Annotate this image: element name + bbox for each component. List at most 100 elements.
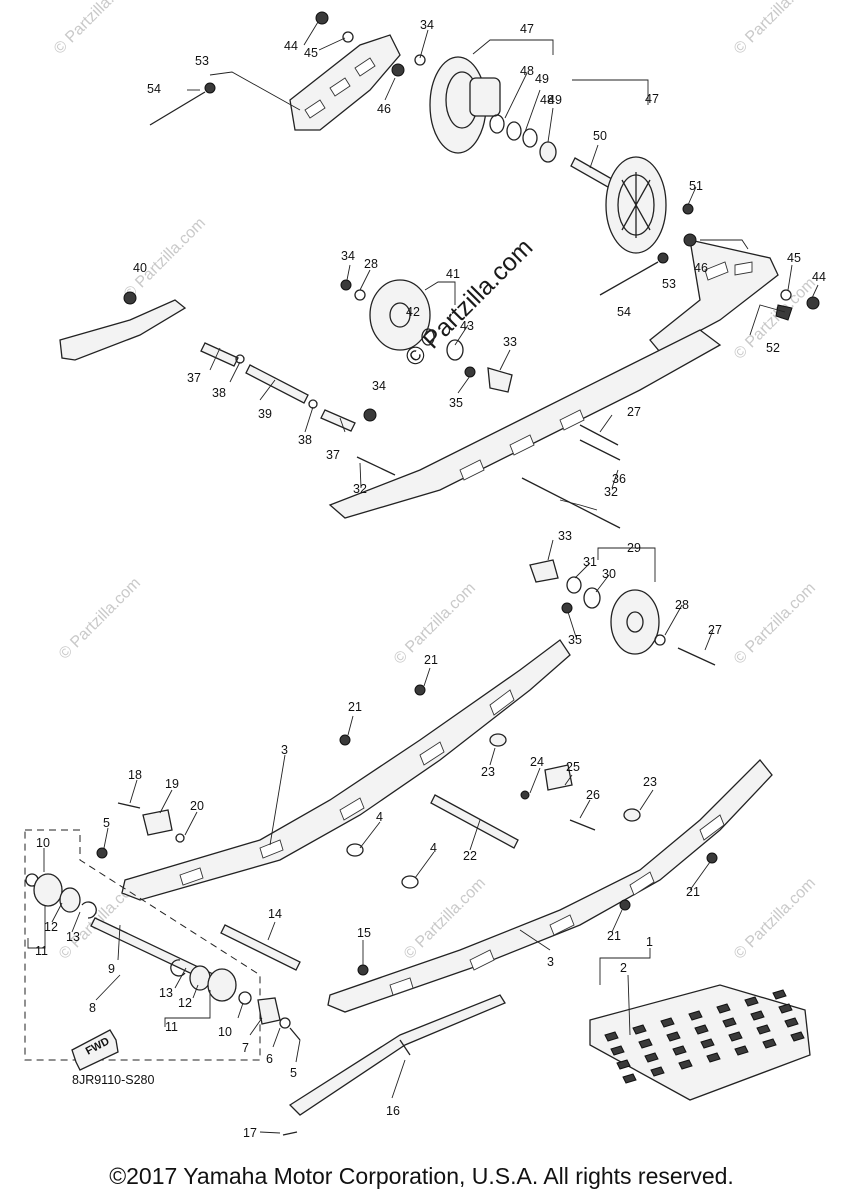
callout-33: 33 bbox=[503, 335, 517, 349]
callout-34: 34 bbox=[372, 379, 386, 393]
callout-18: 18 bbox=[128, 768, 142, 782]
callout-49: 49 bbox=[535, 72, 549, 86]
callout-45: 45 bbox=[304, 46, 318, 60]
callout-6: 6 bbox=[266, 1052, 273, 1066]
track-lug bbox=[756, 1024, 771, 1035]
callout-8: 8 bbox=[89, 1001, 96, 1015]
watermark: © Partzilla.com bbox=[56, 575, 144, 663]
callout-28: 28 bbox=[675, 598, 689, 612]
track-lug bbox=[616, 1059, 631, 1070]
callout-48: 48 bbox=[520, 64, 534, 78]
callout-44: 44 bbox=[284, 39, 298, 53]
callout-42: 42 bbox=[406, 305, 420, 319]
callout-4: 4 bbox=[430, 841, 437, 855]
fwd-arrow: FWD bbox=[71, 1029, 119, 1071]
callout-45: 45 bbox=[787, 251, 801, 265]
callout-38: 38 bbox=[212, 386, 226, 400]
track-lug bbox=[778, 1003, 793, 1014]
track-belt bbox=[589, 984, 811, 1101]
callout-21: 21 bbox=[686, 885, 700, 899]
track-lug bbox=[688, 1010, 703, 1021]
watermark: © Partzilla.com bbox=[51, 0, 139, 58]
track-lug bbox=[678, 1059, 693, 1070]
track-lug bbox=[744, 996, 759, 1007]
slide-rail-right bbox=[327, 759, 773, 1013]
callout-34: 34 bbox=[341, 249, 355, 263]
callout-12: 12 bbox=[44, 920, 58, 934]
callout-44: 44 bbox=[812, 270, 826, 284]
callout-46: 46 bbox=[377, 102, 391, 116]
callout-11: 11 bbox=[165, 1020, 178, 1034]
callout-47: 47 bbox=[645, 92, 659, 106]
leader-lines bbox=[27, 21, 819, 1134]
idler-wheel-left bbox=[429, 56, 501, 154]
callout-10: 10 bbox=[218, 1025, 232, 1039]
track-lug bbox=[722, 1017, 737, 1028]
watermark: © Partzilla.com bbox=[731, 580, 819, 668]
mid-wheel bbox=[369, 279, 464, 361]
watermark: © Partzilla.com bbox=[731, 875, 819, 963]
slide-hyfax bbox=[282, 994, 506, 1136]
track-lug bbox=[716, 1003, 731, 1014]
callout-43: 43 bbox=[460, 319, 474, 333]
track-lug bbox=[790, 1031, 805, 1042]
callout-53: 53 bbox=[662, 277, 676, 291]
callout-34: 34 bbox=[420, 18, 434, 32]
callout-13: 13 bbox=[66, 930, 80, 944]
callout-41: 41 bbox=[446, 267, 460, 281]
callout-15: 15 bbox=[357, 926, 371, 940]
callout-3: 3 bbox=[281, 743, 288, 757]
callout-27: 27 bbox=[708, 623, 722, 637]
callout-14: 14 bbox=[268, 907, 282, 921]
callout-28: 28 bbox=[364, 257, 378, 271]
callout-26: 26 bbox=[586, 788, 600, 802]
track-lug bbox=[638, 1038, 653, 1049]
lower-hardware bbox=[96, 684, 718, 976]
callout-47: 47 bbox=[520, 22, 534, 36]
callout-50: 50 bbox=[593, 129, 607, 143]
track-lug bbox=[650, 1066, 665, 1077]
callout-3: 3 bbox=[547, 955, 554, 969]
callout-53: 53 bbox=[195, 54, 209, 68]
callout-11: 11 bbox=[35, 944, 48, 958]
track-lug bbox=[784, 1017, 799, 1028]
callout-52: 52 bbox=[766, 341, 780, 355]
callout-25: 25 bbox=[566, 760, 580, 774]
callout-33: 33 bbox=[558, 529, 572, 543]
callout-48: 48 bbox=[540, 93, 554, 107]
rail-crossmembers bbox=[142, 733, 641, 971]
callout-4: 4 bbox=[376, 810, 383, 824]
track-lug bbox=[666, 1031, 681, 1042]
callout-29: 29 bbox=[627, 541, 641, 555]
track-lug bbox=[734, 1045, 749, 1056]
callout-17: 17 bbox=[243, 1126, 257, 1140]
callout-51: 51 bbox=[689, 179, 703, 193]
track-lug bbox=[706, 1052, 721, 1063]
track-lug bbox=[762, 1038, 777, 1049]
copyright-notice: ©2017 Yamaha Motor Corporation, U.S.A. A… bbox=[109, 1163, 734, 1189]
rear-slider-block bbox=[257, 997, 301, 1041]
callout-46: 46 bbox=[694, 261, 708, 275]
axle-assembly-group bbox=[24, 829, 261, 1061]
slide-rail-left bbox=[121, 639, 571, 901]
track-lug bbox=[604, 1031, 619, 1042]
callout-23: 23 bbox=[643, 775, 657, 789]
callout-49: 49 bbox=[548, 93, 562, 107]
watermark: © Partzilla.com bbox=[731, 0, 819, 58]
callout-27: 27 bbox=[627, 405, 641, 419]
callout-9: 9 bbox=[108, 962, 115, 976]
callout-21: 21 bbox=[607, 929, 621, 943]
track-lug bbox=[750, 1010, 765, 1021]
callout-7: 7 bbox=[242, 1041, 249, 1055]
callout-16: 16 bbox=[386, 1104, 400, 1118]
callout-10: 10 bbox=[36, 836, 50, 850]
callout-40: 40 bbox=[133, 261, 147, 275]
callout-1: 1 bbox=[646, 935, 653, 949]
track-lug bbox=[622, 1073, 637, 1084]
track-lug bbox=[694, 1024, 709, 1035]
callout-35: 35 bbox=[568, 633, 582, 647]
small-hardware-top bbox=[149, 11, 820, 321]
callout-13: 13 bbox=[159, 986, 173, 1000]
